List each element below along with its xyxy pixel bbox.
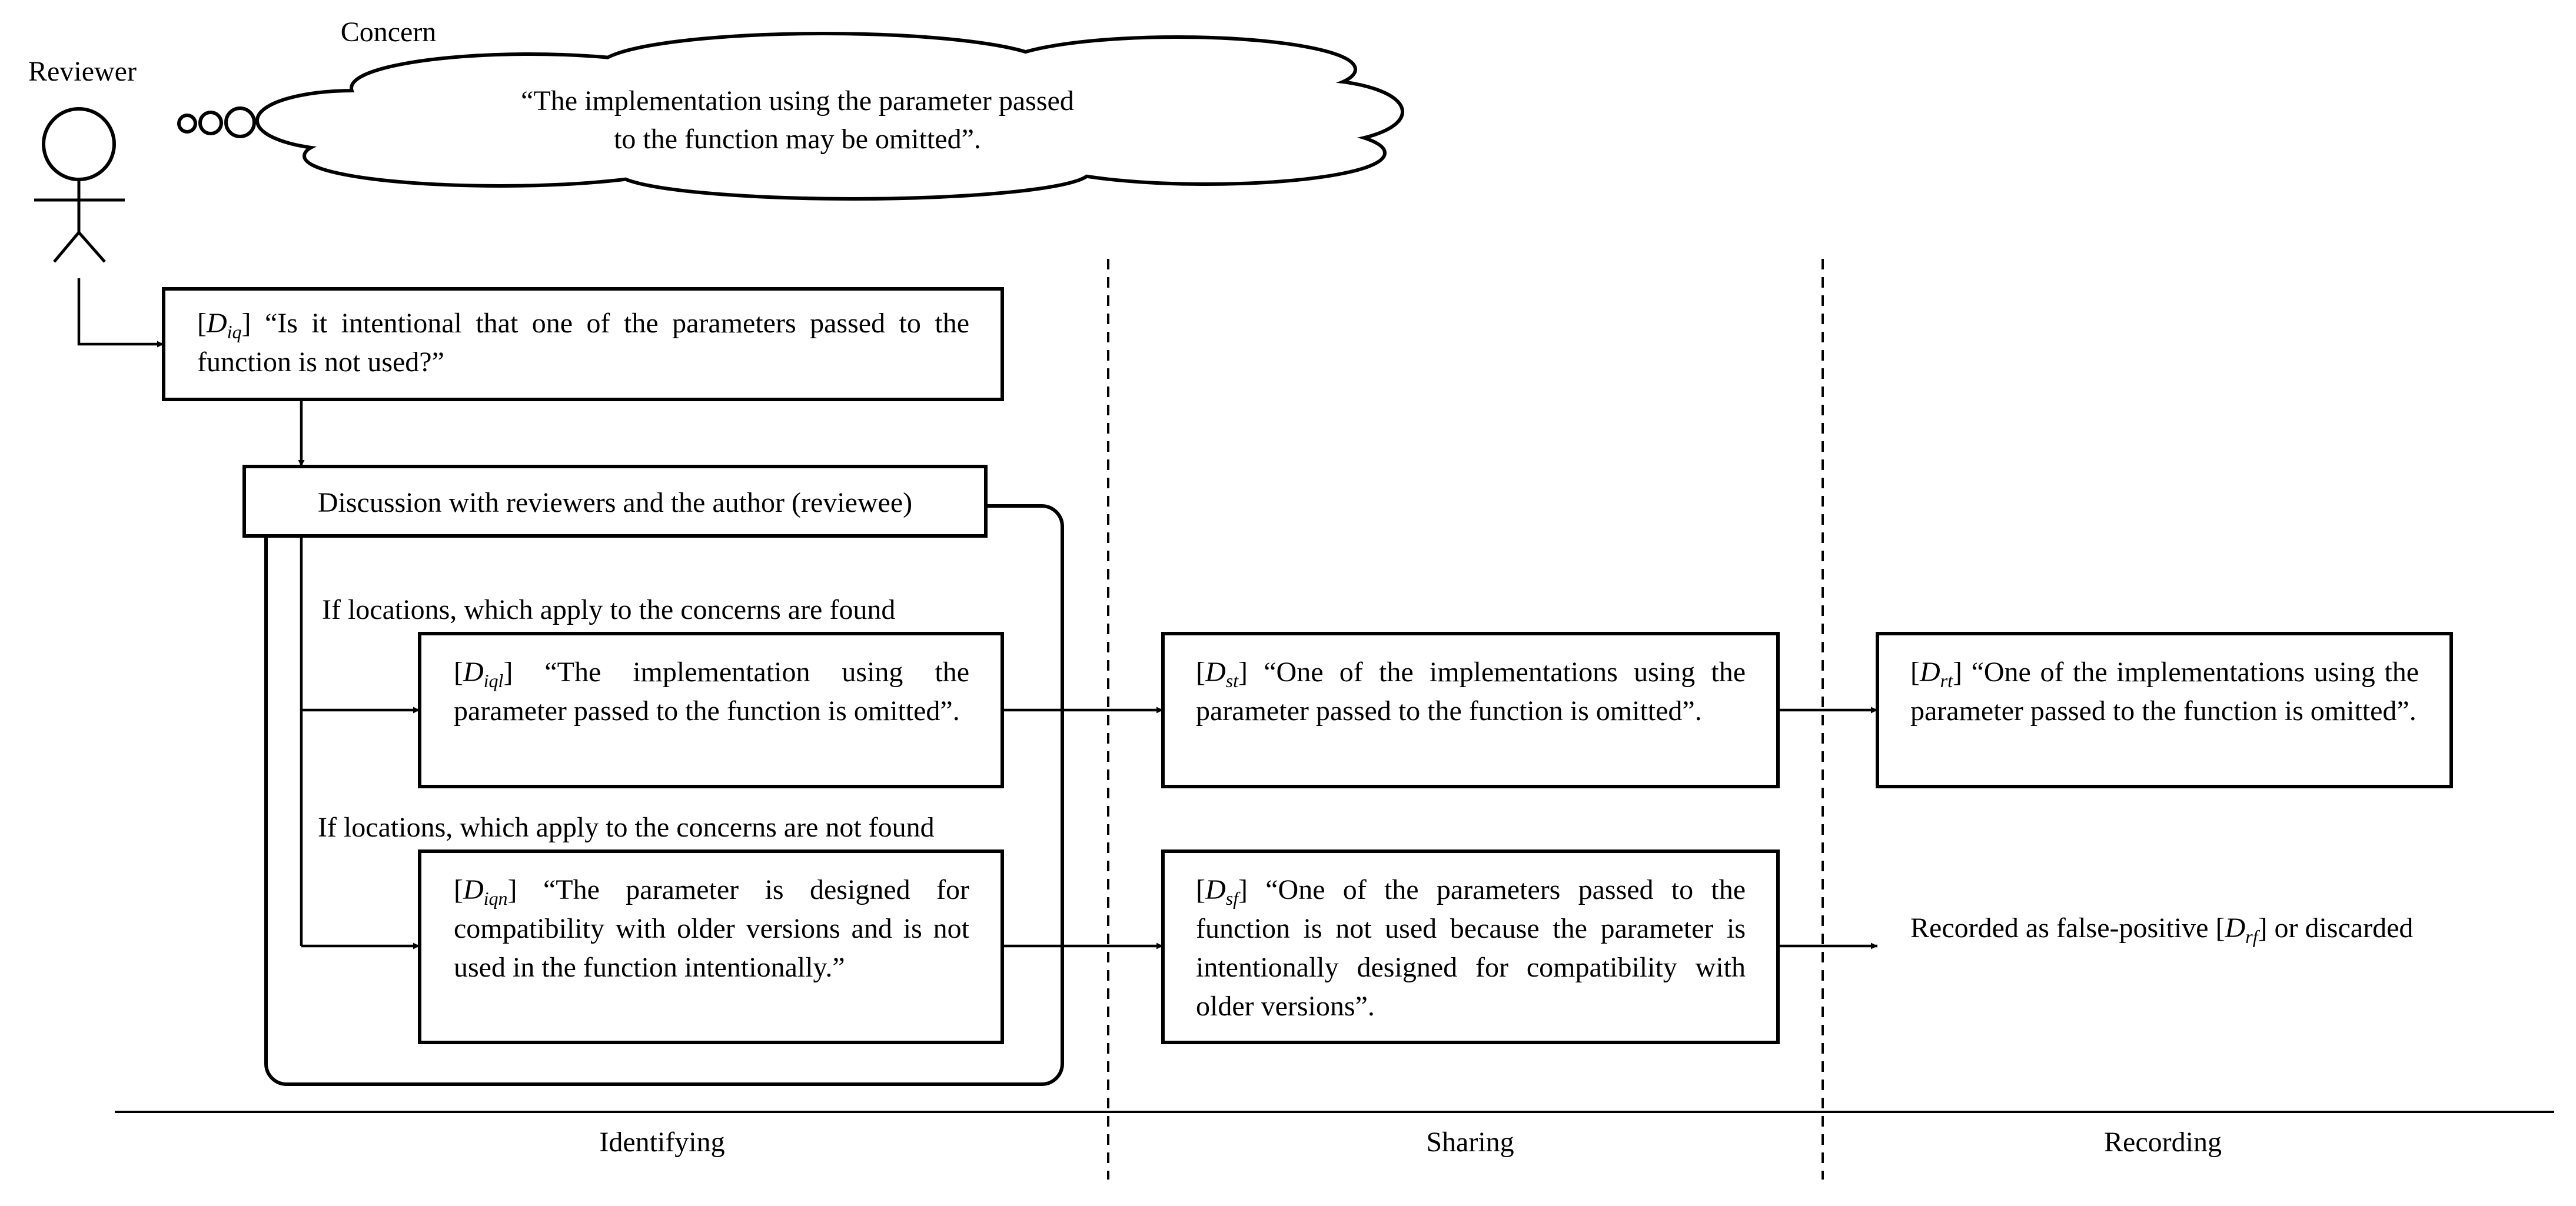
sharing-not-found-box <box>1161 849 1780 1044</box>
identifying-not-found-ref: [Diqn] <box>454 874 517 909</box>
concern-text-line-2: to the function may be omitted”. <box>614 124 981 155</box>
recording-not-found-text: Recorded as false-positive [Drf] or disc… <box>1910 909 2440 948</box>
question-text: [Diq] “Is it intentional that one of the… <box>197 304 969 382</box>
reviewer-actor-icon <box>34 107 125 263</box>
recording-found-body: “One of the implementations using the pa… <box>1910 657 2419 727</box>
sharing-found-text: [Dst] “One of the implementations using … <box>1196 653 1746 731</box>
discussion-label: Discussion with reviewers and the author… <box>318 487 912 518</box>
concern-cloud <box>255 32 1404 201</box>
recording-not-found-ref: [Drf] <box>2215 912 2268 947</box>
phase-label-sharing: Sharing <box>1426 1127 1514 1158</box>
phase-label-recording: Recording <box>2104 1127 2222 1158</box>
identifying-found-box <box>418 632 1004 788</box>
concern-label: Concern <box>341 16 437 48</box>
sharing-not-found-ref: [Dsf] <box>1196 874 1248 909</box>
concern-text-line-1: “The implementation using the parameter … <box>521 85 1074 116</box>
phase-label-identifying: Identifying <box>599 1127 724 1158</box>
thought-bubble-icon <box>177 106 256 138</box>
question-ref: [Diq] <box>197 308 251 342</box>
identifying-found-ref: [Diql] <box>454 657 513 691</box>
identifying-not-found-body: “The parameter is designed for compatibi… <box>454 874 970 983</box>
recording-not-found-prefix: Recorded as false-positive <box>1910 912 2209 944</box>
identifying-found-text: [Diql] “The implementation using the par… <box>454 653 969 731</box>
reviewer-label: Reviewer <box>28 56 137 87</box>
actor-to-question-arrow <box>77 278 164 348</box>
identifying-not-found-box <box>418 849 1004 1044</box>
question-body: “Is it intentional that one of the param… <box>197 308 969 378</box>
branch-found-label: If locations, which apply to the concern… <box>322 594 895 625</box>
discussion-box <box>242 465 988 538</box>
recording-found-text: [Drt] “One of the implementations using … <box>1910 653 2419 731</box>
recording-found-ref: [Drt] <box>1910 657 1962 691</box>
sharing-not-found-body: “One of the parameters passed to the fun… <box>1196 874 1746 1022</box>
identifying-found-body: “The implementation using the parameter … <box>454 657 969 727</box>
question-box <box>162 287 1004 401</box>
branch-not-found-label: If locations, which apply to the concern… <box>318 812 935 843</box>
identifying-not-found-text: [Diqn] “The parameter is designed for co… <box>454 871 969 987</box>
sharing-found-ref: [Dst] <box>1196 657 1248 691</box>
sharing-found-body: “One of the implementations using the pa… <box>1196 657 1746 727</box>
recording-not-found-suffix: or discarded <box>2274 912 2414 944</box>
recording-found-box <box>1876 632 2453 788</box>
sharing-not-found-text: [Dsf] “One of the parameters passed to t… <box>1196 871 1746 1026</box>
